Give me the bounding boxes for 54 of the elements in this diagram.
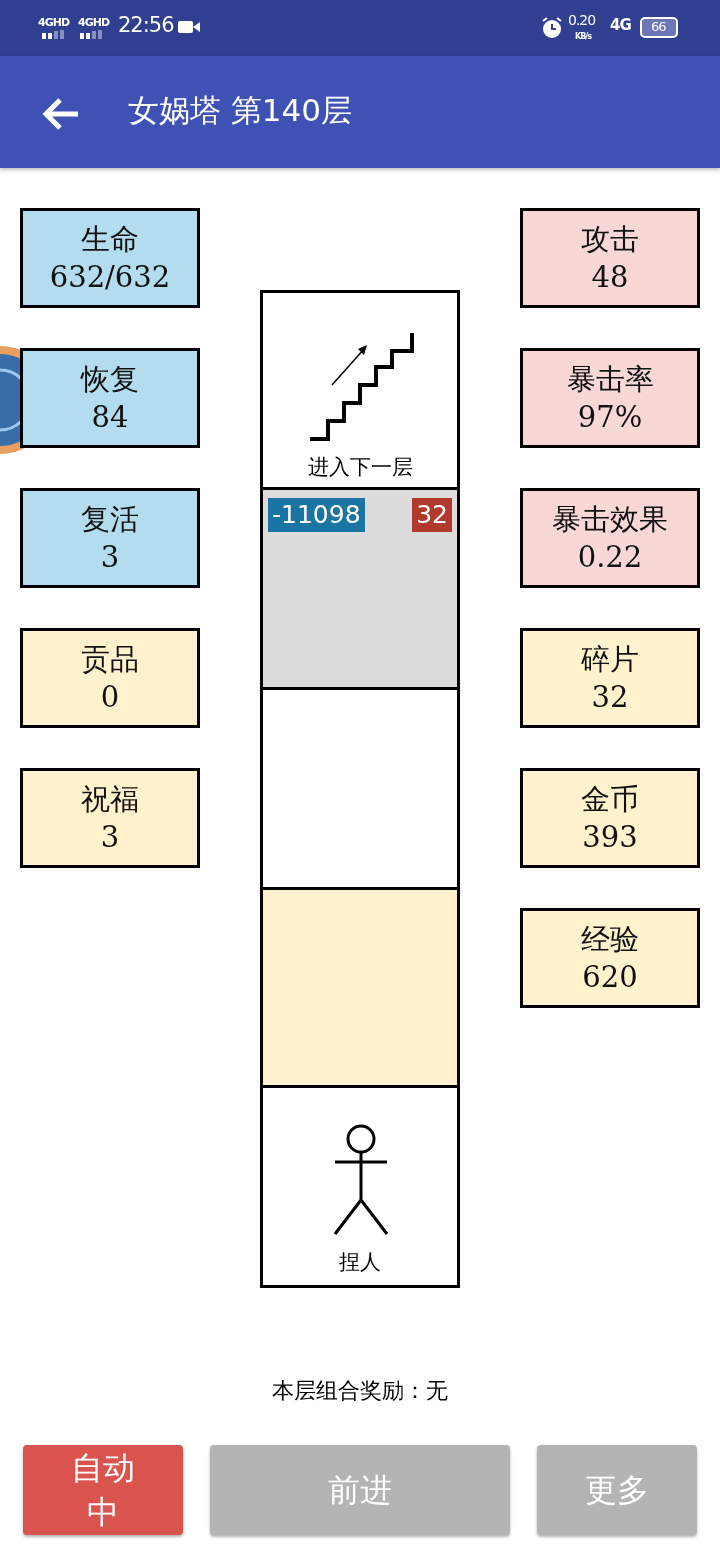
stat-label: 贡品: [81, 641, 139, 678]
auto-button: 自动中: [23, 1445, 183, 1535]
stat-label: 复活: [81, 501, 139, 538]
tower-cell: [260, 290, 460, 490]
stat-label: 恢复: [81, 361, 139, 398]
stat-box: [20, 488, 200, 588]
battery-level: 66: [651, 19, 666, 34]
stat-value: 84: [91, 399, 129, 436]
reward-note: 本层组合奖励：无: [271, 1377, 449, 1405]
stat-label: 碎片: [581, 641, 639, 678]
stat-box: [520, 208, 700, 308]
damage-badge: -11098: [268, 498, 365, 532]
stat-label: 生命: [81, 221, 139, 258]
forward-button: 前进: [210, 1445, 510, 1535]
stat-value: 632/632: [49, 259, 171, 296]
network-indicator: 4GHD: [78, 16, 110, 29]
stat-box: [20, 208, 200, 308]
more-button: 更多: [537, 1445, 697, 1535]
stat-box: [20, 628, 200, 728]
clock-time: 22:56: [118, 13, 174, 37]
stat-value: 620: [582, 959, 638, 996]
stat-label: 金币: [581, 781, 639, 818]
stat-value: 3: [100, 819, 120, 856]
stat-box: [520, 768, 700, 868]
stat-value: 32: [591, 679, 629, 716]
tower-cell: [260, 1088, 460, 1288]
stat-label: 攻击: [581, 221, 639, 258]
network-type: 4G: [610, 16, 631, 34]
stat-value: 0.22: [577, 539, 643, 576]
stat-label: 祝福: [81, 781, 139, 818]
tower-cell: [260, 890, 460, 1088]
stat-value: 3: [100, 539, 120, 576]
level-badge: 32: [412, 498, 452, 532]
speed-unit: KB/s: [575, 32, 591, 41]
network-speed: 0.20: [568, 12, 596, 28]
stat-box: [520, 908, 700, 1008]
stat-label: 暴击效果: [552, 501, 668, 538]
stat-box: [20, 768, 200, 868]
character-label: 捏人: [338, 1249, 382, 1276]
network-indicator: 4GHD: [38, 16, 70, 29]
stat-box: [20, 348, 200, 448]
tower-cell: [260, 490, 460, 690]
stat-box: [520, 488, 700, 588]
stat-label: 经验: [581, 921, 639, 958]
stat-value: 97%: [577, 399, 643, 436]
stat-value: 0: [100, 679, 120, 716]
floor-exit-label: 进入下一层: [306, 454, 414, 481]
stat-value: 48: [591, 259, 629, 296]
stat-box: [520, 348, 700, 448]
stat-label: 暴击率: [566, 361, 654, 398]
tower-cell: [260, 690, 460, 890]
stat-box: [520, 628, 700, 728]
stat-value: 393: [582, 819, 638, 856]
screen-title: 女娲塔 第140层: [128, 91, 353, 130]
